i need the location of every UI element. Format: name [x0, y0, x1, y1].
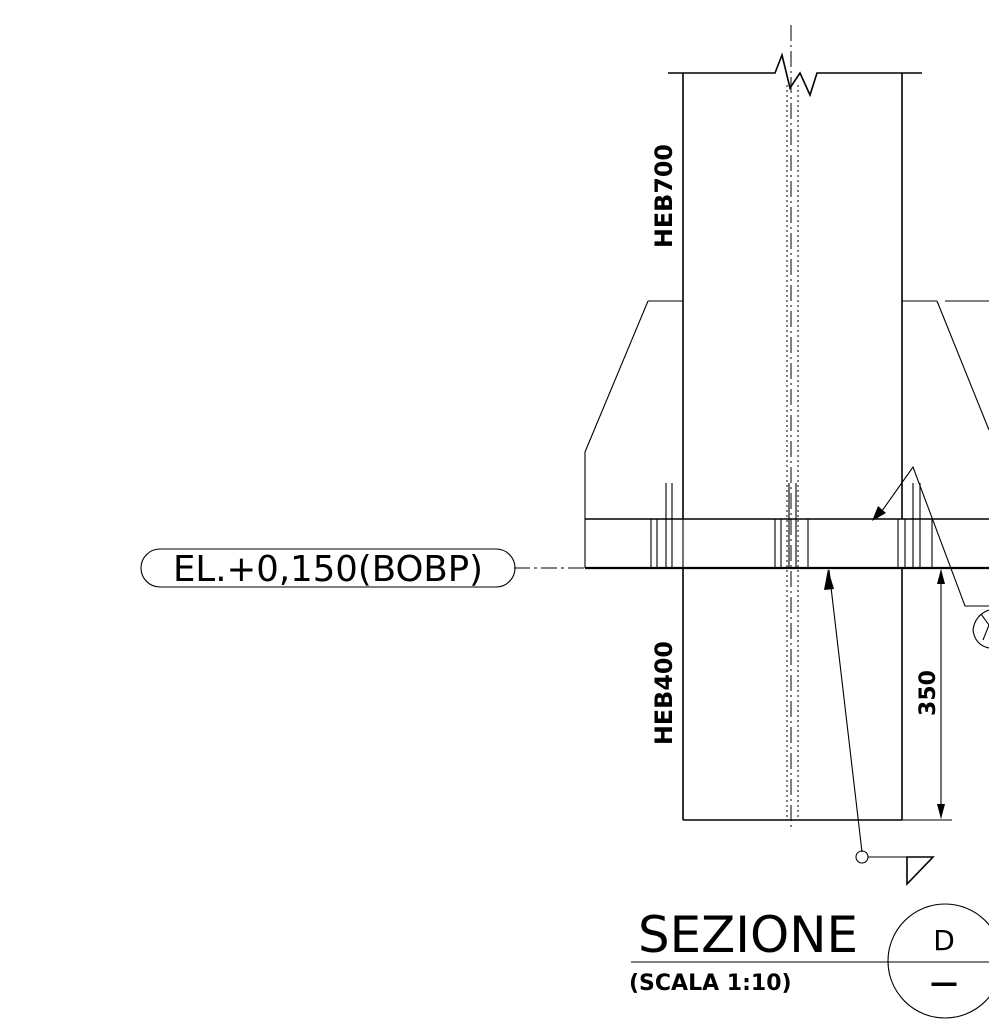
leader-plate: [872, 465, 989, 607]
haunch-right: [902, 300, 989, 431]
upper-column-heb700: [668, 52, 922, 519]
detail-balloon-partial: [972, 609, 989, 649]
section-title: SEZIONE: [638, 906, 858, 964]
weld-circle: [855, 850, 869, 864]
lower-column-heb400: [682, 568, 903, 821]
break-line: [668, 52, 922, 98]
section-title-block: SEZIONE (SCALA 1:10) D —: [629, 903, 989, 1019]
section-sheet: —: [930, 966, 958, 999]
lower-column-label: HEB400: [650, 641, 678, 745]
section-letter: D: [933, 924, 955, 957]
elevation-tag: EL.+0,150(BOBP): [140, 548, 585, 590]
weld-leader: [824, 569, 935, 886]
fillet-weld-symbol: [906, 856, 935, 886]
central-axis: [786, 25, 799, 828]
section-scale: (SCALA 1:10): [629, 971, 792, 996]
haunch-left: [584, 300, 683, 568]
dimension-value: 350: [916, 670, 941, 716]
upper-column-label: HEB700: [650, 144, 678, 248]
elevation-label: EL.+0,150(BOBP): [173, 549, 483, 590]
section-bubble: [887, 903, 989, 1019]
dimension-350: 350: [902, 569, 952, 821]
base-plate: [585, 483, 989, 570]
